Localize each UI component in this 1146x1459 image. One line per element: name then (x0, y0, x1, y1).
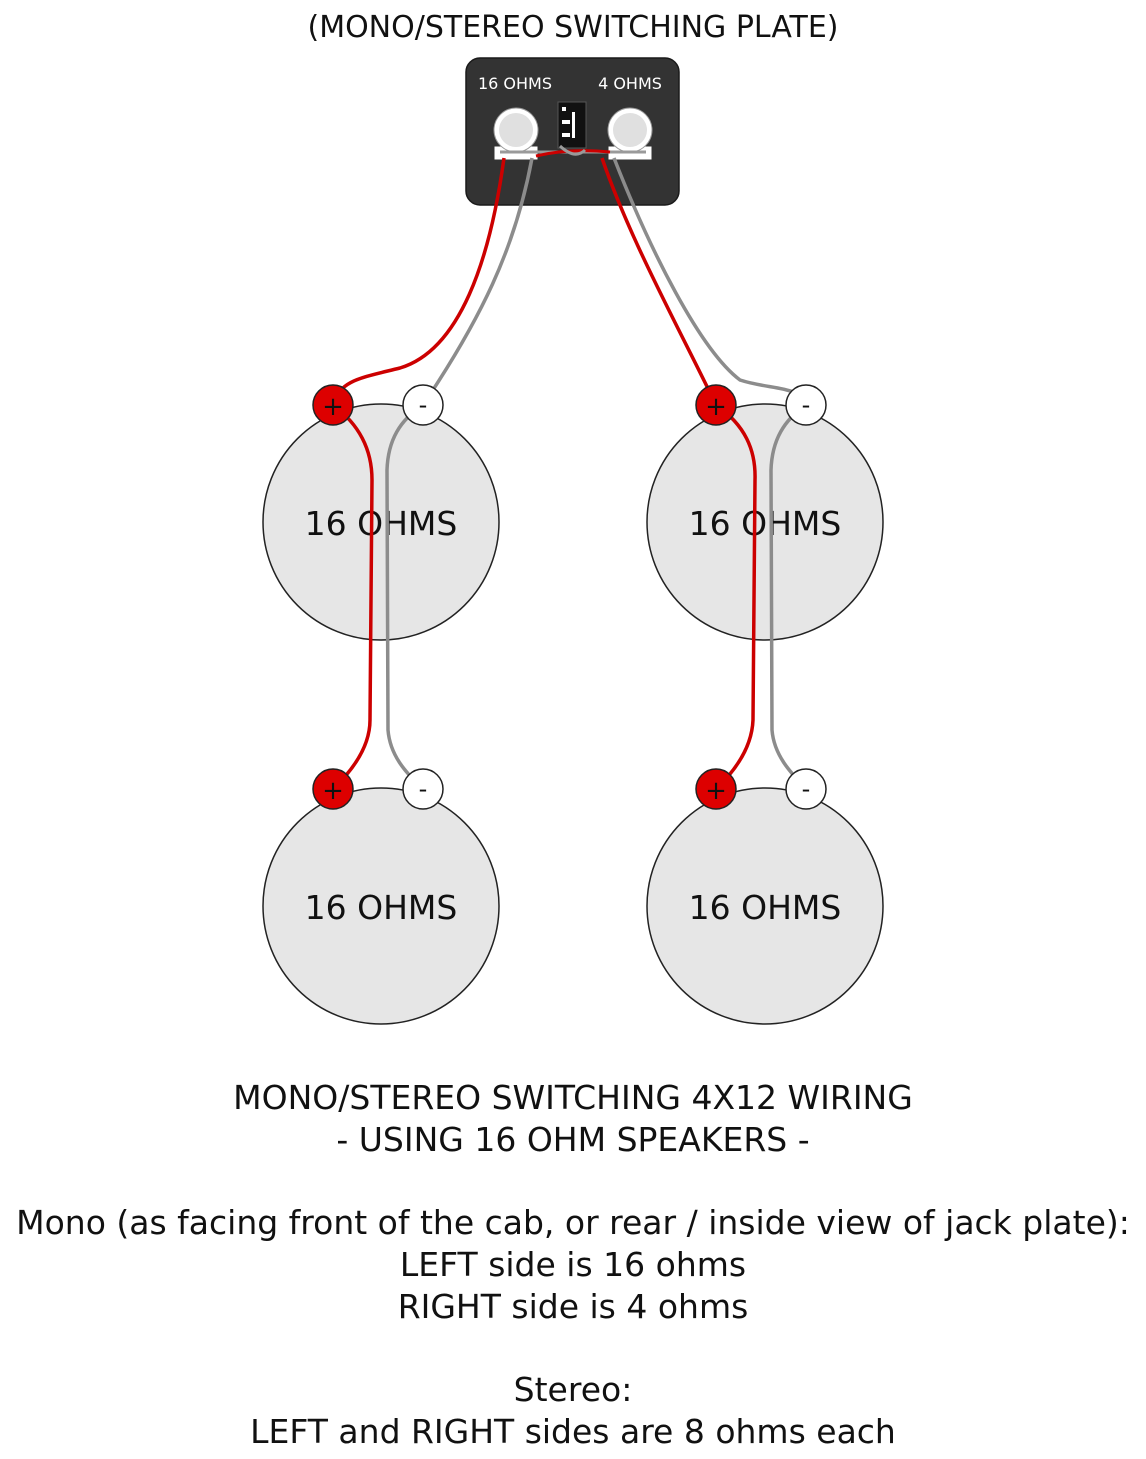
minus-sign: - (802, 391, 811, 419)
negative-wire (421, 157, 534, 406)
terminal-negative: - (785, 768, 827, 810)
speaker-bottom-right: 16 OHMS (646, 787, 884, 1025)
plate-lug-wire (558, 144, 587, 156)
terminal-positive: + (695, 384, 737, 426)
negative-wire (385, 403, 425, 791)
switching-plate: 16 OHMS 4 OHMS (465, 57, 680, 206)
terminal-positive: + (312, 768, 354, 810)
negative-wire (612, 157, 808, 406)
jack-right-label: 4 OHMS (598, 74, 662, 93)
mono-right-desc: RIGHT side is 4 ohms (397, 1287, 749, 1326)
plate-lug-wire (535, 149, 611, 158)
plus-sign: + (705, 776, 727, 806)
minus-sign: - (419, 775, 428, 803)
mono-stereo-switch-icon (557, 101, 587, 149)
mono-left-desc: LEFT side is 16 ohms (399, 1245, 747, 1284)
positive-wire (714, 403, 757, 791)
plus-sign: + (322, 392, 344, 422)
plate-title: (MONO/STEREO SWITCHING PLATE) (307, 10, 839, 45)
diagram-subtitle: - USING 16 OHM SPEAKERS - (336, 1120, 810, 1159)
positive-wire (331, 157, 506, 406)
jack-left-label: 16 OHMS (478, 74, 552, 93)
minus-sign: - (802, 775, 811, 803)
terminal-positive: + (312, 384, 354, 426)
terminal-negative: - (402, 768, 444, 810)
speaker-top-left: 16 OHMS (262, 403, 500, 641)
speaker-top-right: 16 OHMS (646, 403, 884, 641)
speaker-bottom-left: 16 OHMS (262, 787, 500, 1025)
speaker-label: 16 OHMS (305, 888, 458, 927)
terminal-positive: + (695, 768, 737, 810)
terminal-negative: - (785, 384, 827, 426)
speaker-label: 16 OHMS (689, 504, 842, 543)
stereo-desc: LEFT and RIGHT sides are 8 ohms each (250, 1412, 896, 1451)
minus-sign: - (419, 391, 428, 419)
diagram-title: MONO/STEREO SWITCHING 4X12 WIRING (233, 1078, 913, 1117)
plus-sign: + (705, 392, 727, 422)
mono-heading: Mono (as facing front of the cab, or rea… (16, 1203, 1130, 1242)
positive-wire (331, 403, 374, 791)
speaker-label: 16 OHMS (689, 888, 842, 927)
negative-wire (769, 403, 808, 791)
plus-sign: + (322, 776, 344, 806)
terminal-negative: - (402, 384, 444, 426)
wiring-diagram: 16 OHMS 16 OHMS 16 OHMS 16 OHMS 16 OHMS … (262, 57, 884, 1025)
stereo-heading: Stereo: (513, 1370, 633, 1409)
positive-wire (600, 157, 718, 406)
speaker-label: 16 OHMS (305, 504, 458, 543)
